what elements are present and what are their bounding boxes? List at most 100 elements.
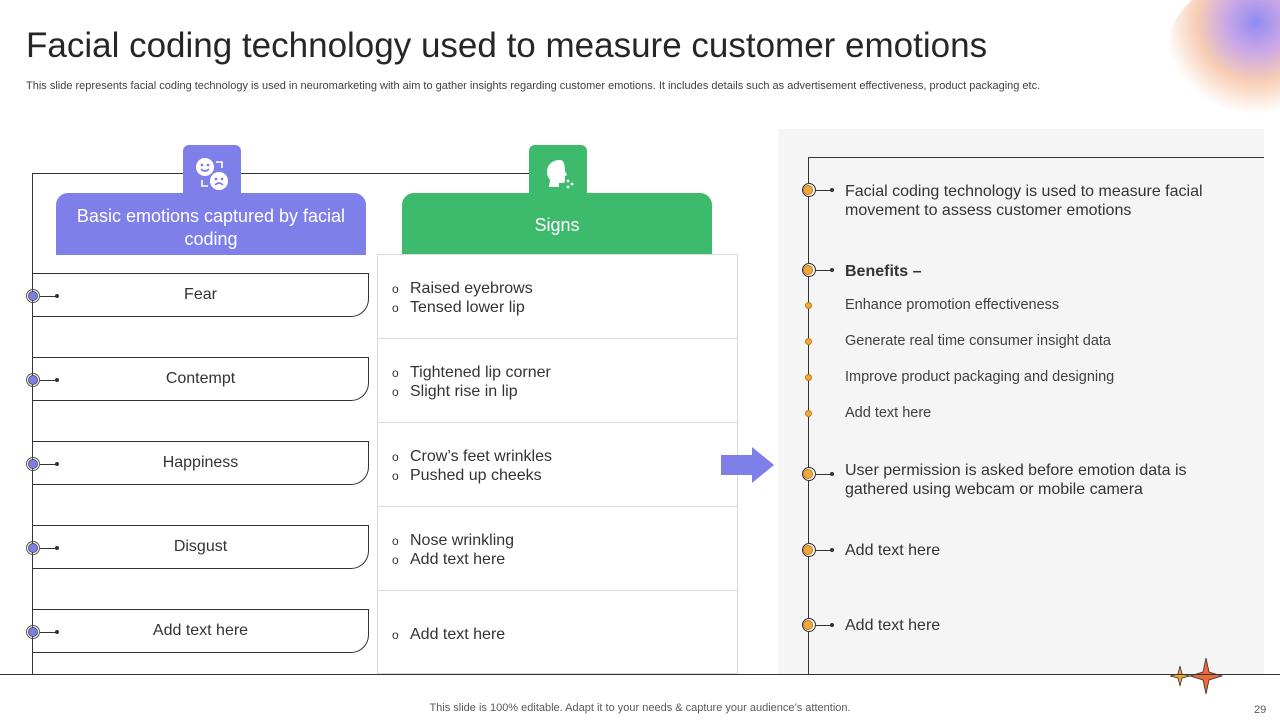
bullet-icon: o [392,301,399,315]
timeline-connector-end [830,268,834,272]
page-subtitle: This slide represents facial coding tech… [26,80,1041,92]
sign-text: Pushed up cheeks [410,467,542,484]
row-marker-dot [28,291,38,301]
frame-vertical-line [32,173,33,674]
timeline-marker-dot [803,545,813,555]
row-marker-dot [28,375,38,385]
emotions-column-heading: Basic emotions captured by facial coding [56,193,366,255]
bullet-icon: o [392,469,399,483]
timeline-connector [815,190,831,191]
benefit-item: Enhance promotion effectiveness [845,297,1060,313]
sign-text: Add text here [410,626,506,643]
sign-text: Tightened lip corner [410,364,551,381]
extra-text-1: Add text here [845,542,941,559]
emotion-label: Add text here [152,622,249,639]
sign-cell: o Add text here [378,591,737,675]
timeline-marker-dot [803,265,813,275]
sign-text: Nose wrinkling [410,532,515,549]
row-connector [40,464,56,465]
bullet-icon: o [392,628,399,642]
row-connector [40,296,56,297]
arrow-right-icon [720,446,776,489]
benefit-item: Add text here [845,405,932,421]
emotion-row-happiness: Happiness [33,441,369,485]
row-connector [40,632,56,633]
page-title: Facial coding technology used to measure… [26,26,988,65]
timeline-connector-end [830,548,834,552]
bullet-icon: o [392,553,399,567]
signs-column-heading: Signs [402,193,712,255]
sign-text: Tensed lower lip [410,299,525,316]
frame-horizontal-line [32,173,562,174]
sparkle-icon [1166,656,1226,701]
benefit-item: Generate real time consumer insight data [845,333,1111,349]
row-connector-end [55,546,59,550]
row-connector-end [55,462,59,466]
emotion-label: Disgust [173,538,228,555]
emotion-label: Happiness [162,454,239,471]
sign-item: o Raised eyebrows [392,279,533,299]
sign-item: o Tightened lip corner [392,363,551,383]
row-connector-end [55,630,59,634]
info-panel [778,129,1264,674]
corner-decoration [1168,0,1280,120]
page-number: 29 [1254,704,1267,716]
timeline-marker-dot [803,469,813,479]
sign-text: Raised eyebrows [410,280,533,297]
footer-note: This slide is 100% editable. Adapt it to… [429,702,851,714]
sign-text: Add text here [410,551,506,568]
row-connector-end [55,294,59,298]
timeline-small-dot [805,302,812,309]
timeline-connector [815,625,831,626]
sign-item: o Add text here [392,550,505,570]
row-marker-ring [26,625,40,639]
timeline-connector-end [830,188,834,192]
sign-item: o Crow’s feet wrinkles [392,447,552,467]
timeline-connector-end [830,472,834,476]
row-marker-dot [28,543,38,553]
emotion-row-extra: Add text here [33,609,369,653]
bullet-icon: o [392,450,399,464]
sign-text: Slight rise in lip [410,383,518,400]
timeline-connector [815,270,831,271]
sign-item: o Pushed up cheeks [392,466,542,486]
row-connector-end [55,378,59,382]
benefits-heading: Benefits – [845,263,922,280]
bullet-icon: o [392,366,399,380]
emotion-label: Fear [184,286,217,303]
timeline-marker-dot [803,185,813,195]
row-connector [40,548,56,549]
footer-divider [0,674,1280,675]
emotion-label: Contempt [165,370,236,387]
timeline-small-dot [805,410,812,417]
emotion-row-contempt: Contempt [33,357,369,401]
bullet-icon: o [392,385,399,399]
intro-text: Facial coding technology is used to meas… [845,183,1203,219]
timeline-connector [815,550,831,551]
permission-text: User permission is asked before emotion … [845,462,1187,498]
emotion-row-disgust: Disgust [33,525,369,569]
row-marker-ring [26,373,40,387]
row-marker-ring [26,457,40,471]
sign-item: o Tensed lower lip [392,298,525,318]
timeline-top-line [808,157,1264,158]
benefit-item: Improve product packaging and designing [845,369,1115,385]
row-marker-dot [28,627,38,637]
timeline-small-dot [805,374,812,381]
sign-text: Crow’s feet wrinkles [410,448,552,465]
extra-text-2: Add text here [845,617,941,634]
row-marker-ring [26,289,40,303]
emotion-row-fear: Fear [33,273,369,317]
bullet-icon: o [392,282,399,296]
row-marker-dot [28,459,38,469]
timeline-connector [815,474,831,475]
timeline-connector-end [830,623,834,627]
sign-item: o Add text here [392,625,505,645]
row-connector [40,380,56,381]
row-marker-ring [26,541,40,555]
